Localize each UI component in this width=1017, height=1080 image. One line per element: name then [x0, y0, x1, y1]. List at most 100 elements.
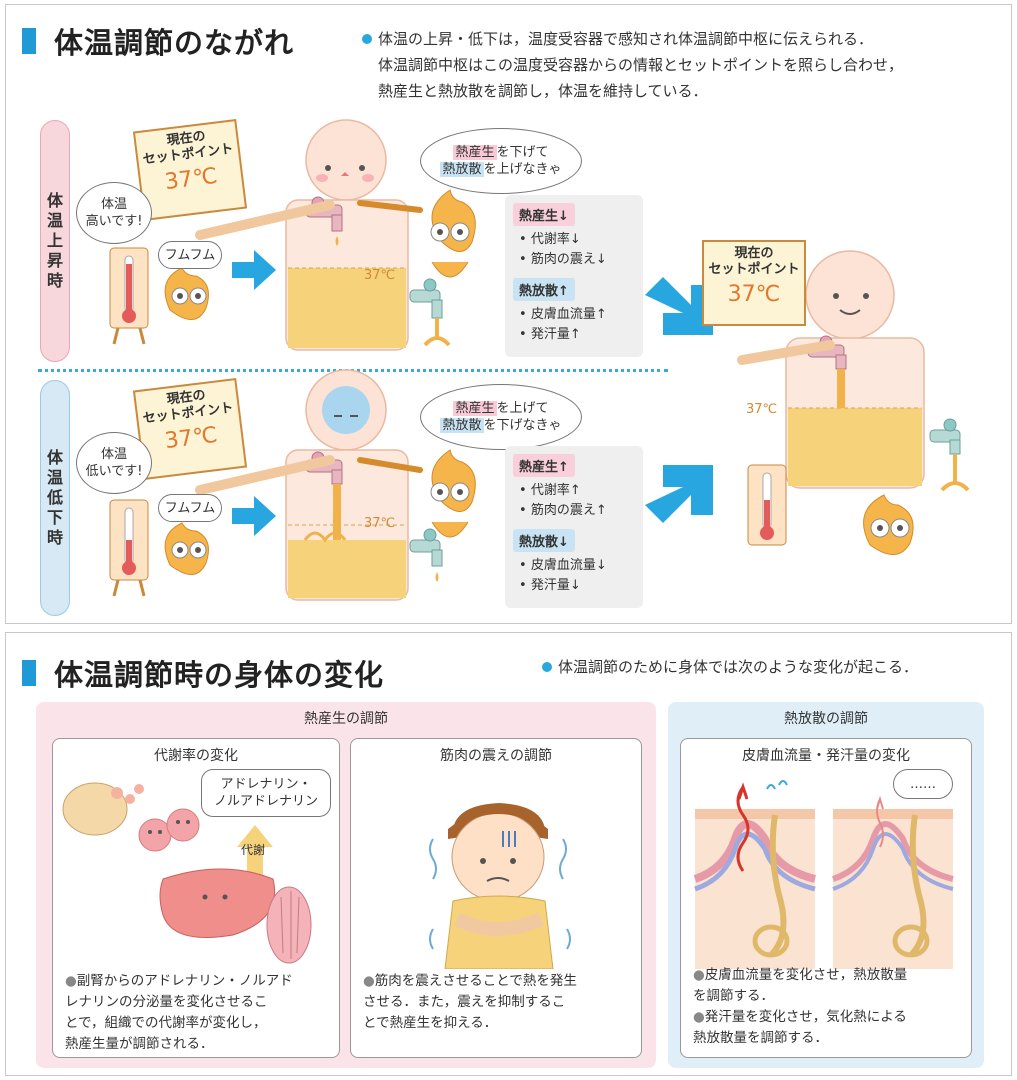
note-line: 体温の上昇・低下は，温度受容器で感知され体温調節中枢に伝えられる．: [378, 30, 874, 48]
speech-text: を上げなきゃ: [483, 162, 562, 177]
note-line: 熱産生と熱放散を調節し，体温を維持している．: [378, 82, 708, 100]
flow-illustration: [109, 119, 970, 601]
setpoint-sign-result: 現在の セットポイント 37℃: [702, 240, 806, 326]
bubble-speech-rise: 熱産生を下げて 熱放散を上げなきゃ: [420, 128, 582, 194]
adrenal-gland-icon: [62, 782, 144, 836]
skin-section-left-icon: [693, 780, 817, 969]
text-line: とで熱産生を抑える．: [363, 1015, 498, 1031]
bubble-text: フムフム: [164, 500, 216, 516]
thermometer-rise-icon: [109, 247, 149, 345]
label-char: 温: [46, 468, 63, 487]
body-figure-fall-icon: [285, 369, 409, 601]
label-char: 下: [46, 508, 63, 527]
bubble-text: ……: [910, 776, 936, 792]
text-line: させる．また，震えを抑制するこ: [363, 994, 566, 1010]
changes-note: 体温調節のために身体では次のような変化が起こる．: [542, 654, 918, 680]
dissipation-tag: 熱放散↑: [513, 278, 575, 301]
bubble-line: 低いです!: [85, 464, 143, 479]
dissipation-tag: 熱放散↓: [513, 529, 575, 552]
info-item-text: 筋肉の震え↑: [530, 503, 607, 518]
label-temp-rise: 体 温 上 昇 時: [40, 120, 70, 362]
card-text-shivering: ●筋肉を震えさせることで熱を発生 させる．また，震えを抑制するこ とで熱産生を抑…: [363, 971, 639, 1034]
card-skin-blood-sweat: 皮膚血流量・発汗量の変化 …… ●皮膚血流量を変化させ，熱放散量 を調節する．: [680, 738, 972, 1058]
card-title: 代謝率の変化: [154, 748, 238, 764]
bubble-text: フムフム: [164, 247, 216, 263]
label-char: 時: [46, 528, 63, 547]
note-line: 体温調節のために身体では次のような変化が起こる．: [558, 658, 919, 676]
info-item: • 皮膚血流量↓: [519, 558, 607, 573]
text-line: 筋肉を震えさせることで熱を発生: [374, 973, 577, 989]
bubble-temp-low: 体温低いです!: [76, 432, 152, 494]
bubble-silence: ……: [893, 769, 953, 799]
text-line: とで，組織での代謝率が変化し，: [65, 1015, 267, 1031]
info-item: • 代謝率↑: [519, 483, 581, 498]
speech-heat: 熱産生: [453, 401, 497, 416]
title-marker-icon: [22, 660, 36, 686]
info-item: • 筋肉の震え↓: [519, 252, 607, 267]
thermometer-result-icon: [747, 464, 787, 546]
bubble-line: ノルアドレナリン: [213, 794, 318, 809]
bubble-adrenaline: アドレナリン・ノルアドレナリン: [201, 769, 331, 817]
card-title: 筋肉の震えの調節: [440, 748, 552, 764]
label-char: 昇: [46, 251, 63, 270]
section-title-text: 体温調節時の身体の変化: [54, 658, 385, 692]
arrow-down-right-icon: [645, 277, 713, 335]
bubble-line: 体温: [100, 447, 127, 462]
text-line: 熱放散量を調節する．: [693, 1030, 828, 1046]
bubble-line: 体温: [100, 197, 127, 212]
label-char: 温: [46, 211, 63, 230]
bubble-line: 高いです!: [85, 214, 143, 229]
bubble-fumu-rise: フムフム: [158, 241, 222, 269]
label-char: 上: [46, 231, 63, 250]
info-item-text: 発汗量↑: [530, 327, 581, 342]
text-line: 発汗量を変化させ，気化熱による: [704, 1009, 907, 1025]
info-box-fall: 熱産生↑ • 代謝率↑ • 筋肉の震え↑ 熱放散↓ • 皮膚血流量↓ • 発汗量…: [505, 446, 643, 608]
arrow-right-icon: [232, 496, 276, 536]
info-item-text: 代謝率↑: [530, 483, 581, 498]
heat-tag: 熱産生↑: [513, 454, 575, 477]
flow-note: 体温の上昇・低下は，温度受容器で感知され体温調節中枢に伝えられる． 体温調節中枢…: [362, 26, 903, 104]
character-result-icon: [863, 494, 914, 555]
info-item-text: 皮膚血流量↓: [530, 558, 607, 573]
body-figure-rise-icon: [285, 119, 409, 351]
label-char: 時: [46, 271, 63, 290]
info-box-rise: 熱産生↓ • 代謝率↓ • 筋肉の震え↓ 熱放散↑ • 皮膚血流量↑ • 発汗量…: [505, 195, 643, 357]
info-item: • 代謝率↓: [519, 232, 581, 247]
info-item: • 皮膚血流量↑: [519, 307, 607, 322]
tank-temp-fall: 37℃: [364, 516, 396, 531]
info-item-text: 代謝率↓: [530, 232, 581, 247]
info-item: • 筋肉の震え↑: [519, 503, 607, 518]
metabolism-illustration: [62, 782, 312, 964]
speech-text: を下げなきゃ: [483, 418, 562, 433]
info-item: • 発汗量↓: [519, 578, 581, 593]
liver-icon: [159, 868, 276, 938]
bullet-dot-icon: [542, 662, 552, 672]
arrow-right-icon: [232, 250, 276, 290]
muscle-icon: [266, 886, 312, 964]
label-char: 体: [46, 191, 63, 210]
title-marker-icon: [22, 28, 36, 54]
info-item-text: 皮膚血流量↑: [530, 307, 607, 322]
info-item-text: 筋肉の震え↓: [530, 252, 607, 267]
card-text-skin: ●皮膚血流量を変化させ，熱放散量 を調節する． ●発汗量を変化させ，気化熱による…: [693, 965, 969, 1049]
section-title-changes: 体温調節時の身体の変化: [22, 652, 384, 694]
text-line: 熱産生量が調節される．: [65, 1036, 214, 1052]
tank-temp-result: 37℃: [746, 402, 778, 417]
bubble-line: アドレナリン・: [220, 777, 312, 792]
speech-text: を下げて: [496, 145, 549, 160]
skin-illustration: [693, 780, 954, 969]
body-figure-result-icon: [737, 250, 970, 492]
sign-caption: セットポイント: [708, 262, 800, 277]
speech-dissipation: 熱放散: [440, 162, 484, 177]
shivering-person-icon: [429, 803, 571, 969]
text-line: 副腎からのアドレナリン・ノルアド: [76, 973, 293, 989]
faucet-dissipation-icon: [409, 278, 451, 347]
thermometer-fall-icon: [109, 499, 149, 597]
info-item-text: 発汗量↓: [530, 578, 581, 593]
card-title: 皮膚血流量・発汗量の変化: [742, 748, 910, 764]
hormone-characters-icon: [138, 808, 200, 852]
arrow-up-right-icon: [645, 465, 713, 523]
heat-tag: 熱産生↓: [513, 203, 575, 226]
label-char: 体: [46, 448, 63, 467]
bubble-temp-high: 体温高いです!: [76, 182, 152, 244]
